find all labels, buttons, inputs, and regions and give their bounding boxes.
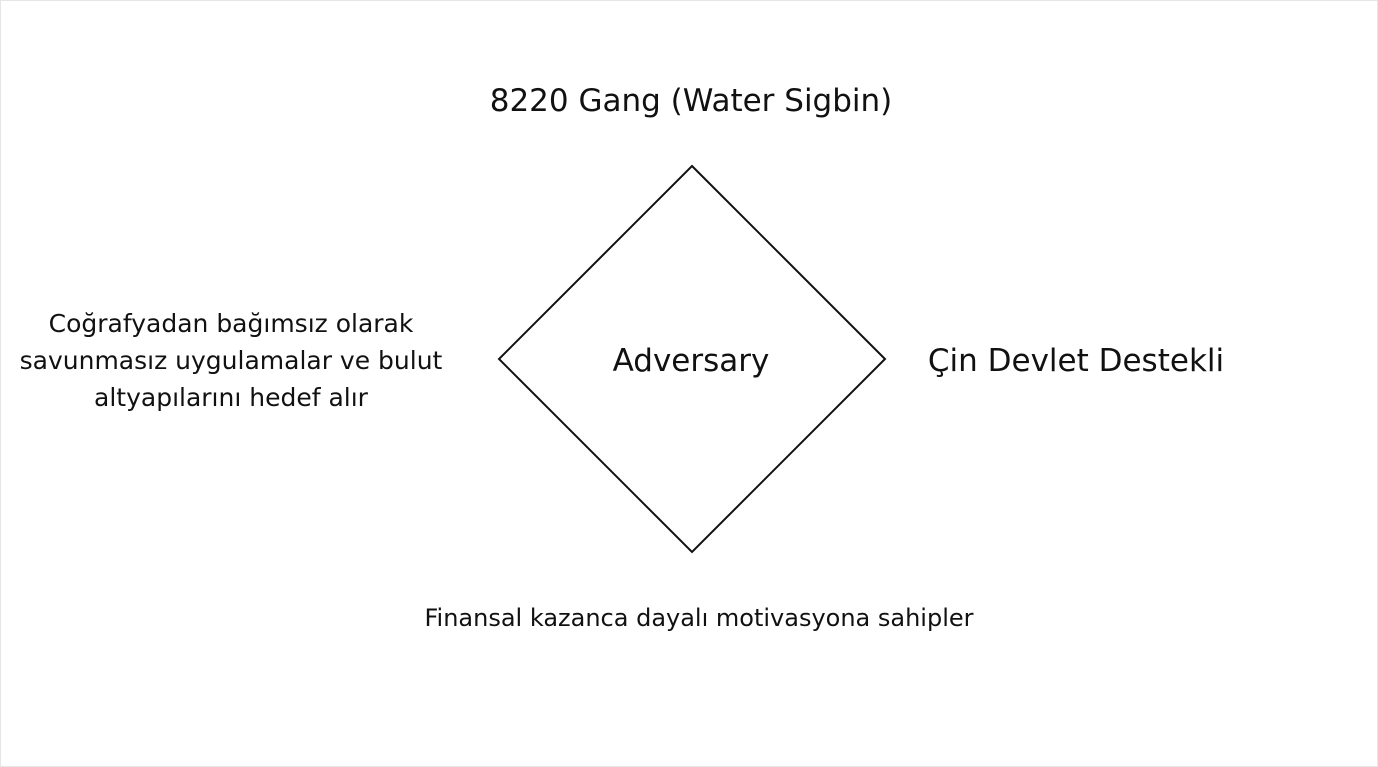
diamond-outline <box>497 164 887 554</box>
victim-label-line-3: altyapılarını hedef alır <box>94 383 368 412</box>
adversary-name: 8220 Gang (Water Sigbin) <box>489 83 893 119</box>
capability-label: Finansal kazanca dayalı motivasyona sahi… <box>424 604 974 632</box>
victim-label-line-1: Coğrafyadan bağımsız olarak <box>48 309 414 338</box>
victim-label-line-2: savunmasız uygulamalar ve bulut <box>19 346 443 375</box>
victim-label: Coğrafyadan bağımsız olarak savunmasız u… <box>1 305 461 416</box>
infrastructure-label: Çin Devlet Destekli <box>927 343 1225 379</box>
diamond-center-label: Adversary <box>612 343 770 379</box>
